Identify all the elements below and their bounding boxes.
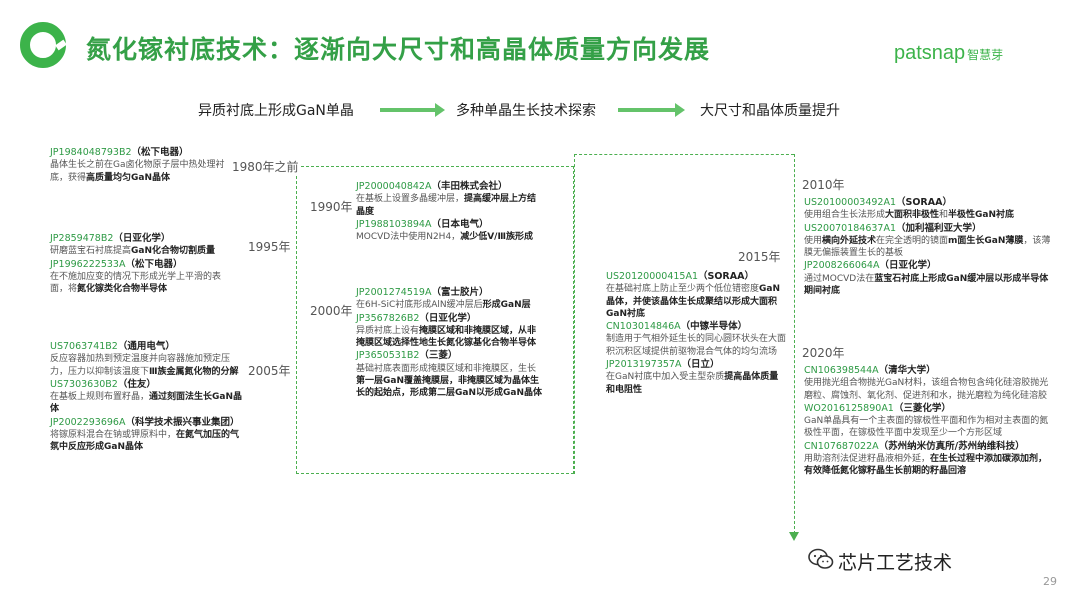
patent-entry: US20100003492A1（SORAA） 使用组合生长法形成大面积非极性和半… xyxy=(804,197,1051,296)
year-label: 2020年 xyxy=(800,344,847,361)
patent-entry: JP2001274519A（富士胶片） 在6H-SiC衬底形成AlN缓冲层后形成… xyxy=(356,287,542,399)
brand-ring-logo xyxy=(20,22,67,68)
year-label: 1990年 xyxy=(308,198,355,215)
year-label: 1980年之前 xyxy=(230,158,301,175)
brand-name: patsnap xyxy=(894,42,966,64)
year-label: 1995年 xyxy=(246,238,293,255)
brand-cn: 智慧芽 xyxy=(967,48,1004,62)
page-number: 29 xyxy=(1043,575,1057,588)
flow-arrow-2 xyxy=(618,103,685,117)
flow-arrow-1 xyxy=(380,103,445,117)
timeline-frame-left xyxy=(296,166,574,474)
timeline-top-line xyxy=(574,154,794,155)
wechat-icon xyxy=(808,548,834,569)
patent-entry: JP2000040842A（丰田株式会社） 在基板上设置多晶缓冲层，提高缓冲层上… xyxy=(356,181,537,243)
year-label: 2000年 xyxy=(308,302,355,319)
flow-step-1: 异质衬底上形成GaN单晶 xyxy=(198,103,354,119)
patent-entry: US7063741B2（通用电气） 反应容器加热到预定温度并向容器施加预定压力，… xyxy=(50,341,243,453)
patent-entry: JP1984048793B2（松下电器） 晶体生长之前在Ga卤化物原子层中热处理… xyxy=(50,147,225,183)
patent-entry: JP2859478B2（日亚化学） 研磨蓝宝石衬底提高GaN化合物切割质量 JP… xyxy=(50,233,222,295)
timeline-connector xyxy=(574,154,575,474)
year-label: 2005年 xyxy=(246,362,293,379)
timeline-right-line xyxy=(794,154,795,534)
patent-entry: US20120000415A1（SORAA） 在基础衬底上防止至少两个低位错密度… xyxy=(606,271,787,395)
flow-step-2: 多种单晶生长技术探索 xyxy=(456,103,596,119)
year-label: 2015年 xyxy=(736,248,783,265)
page-title: 氮化镓衬底技术：逐渐向大尺寸和高晶体质量方向发展 xyxy=(86,35,711,64)
timeline-arrowhead xyxy=(789,532,799,541)
patent-entry: CN106398544A（清华大学） 使用抛光组合物抛光GaN材料，该组合物包含… xyxy=(804,365,1049,477)
watermark-text: 芯片工艺技术 xyxy=(838,552,953,574)
year-label: 2010年 xyxy=(800,176,847,193)
flow-step-3: 大尺寸和晶体质量提升 xyxy=(700,103,840,119)
